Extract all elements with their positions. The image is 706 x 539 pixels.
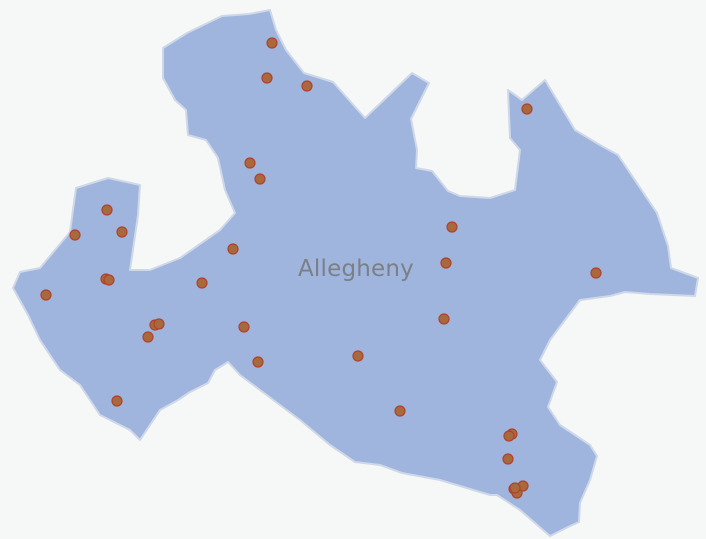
location-marker-icon[interactable]: [101, 204, 113, 216]
location-marker-icon[interactable]: [446, 221, 458, 233]
location-marker-icon[interactable]: [111, 395, 123, 407]
location-marker-icon[interactable]: [40, 289, 52, 301]
location-marker-icon[interactable]: [266, 37, 278, 49]
county-region-allegheny[interactable]: [12, 9, 699, 537]
location-marker-icon[interactable]: [244, 157, 256, 169]
location-marker-icon[interactable]: [238, 321, 250, 333]
location-marker-icon[interactable]: [502, 453, 514, 465]
location-marker-icon[interactable]: [227, 243, 239, 255]
location-marker-icon[interactable]: [503, 430, 515, 442]
location-marker-icon[interactable]: [142, 331, 154, 343]
location-marker-icon[interactable]: [590, 267, 602, 279]
location-marker-icon[interactable]: [103, 274, 115, 286]
region-label: Allegheny: [298, 256, 414, 282]
location-marker-icon[interactable]: [69, 229, 81, 241]
location-marker-icon[interactable]: [438, 313, 450, 325]
location-marker-icon[interactable]: [394, 405, 406, 417]
location-marker-icon[interactable]: [352, 350, 364, 362]
location-marker-icon[interactable]: [440, 257, 452, 269]
location-marker-icon[interactable]: [252, 356, 264, 368]
location-marker-icon[interactable]: [254, 173, 266, 185]
location-marker-icon[interactable]: [509, 482, 521, 494]
location-marker-icon[interactable]: [301, 80, 313, 92]
location-marker-icon[interactable]: [261, 72, 273, 84]
location-marker-icon[interactable]: [521, 103, 533, 115]
location-marker-icon[interactable]: [153, 318, 165, 330]
location-marker-icon[interactable]: [116, 226, 128, 238]
location-marker-icon[interactable]: [196, 277, 208, 289]
